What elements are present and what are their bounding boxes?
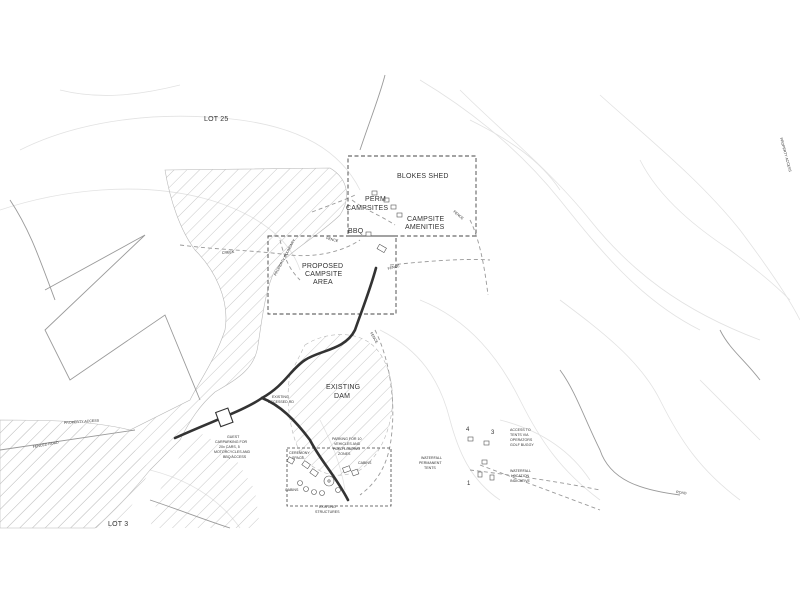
- access-road: [173, 266, 378, 502]
- waterfall-tents: [467, 436, 495, 481]
- tent-number-3: 3: [491, 430, 495, 436]
- waterfall-tents-label-3: TENTS: [424, 466, 436, 470]
- hatched-area-southwest: [0, 420, 150, 528]
- blokes-shed-label: BLOKES SHED: [397, 173, 449, 180]
- waterfall-tents-label-1: WATERFALL: [421, 456, 442, 460]
- existing-accessed-label-1: EXISTING: [272, 395, 289, 399]
- proposed-campsite-label-2: CAMPSITE: [305, 271, 343, 278]
- perm-campsites-label-1: PERM: [365, 196, 386, 203]
- fence-label-2: FENCE: [387, 264, 400, 271]
- proposed-campsite-box: [267, 235, 397, 315]
- creek-label: CREEK: [222, 250, 235, 255]
- creek-label-east: FENCE: [369, 332, 379, 345]
- fenced-road-label: FENCED ROAD: [32, 440, 59, 449]
- access-label-4: GOLF BUGGY: [510, 443, 534, 447]
- cabins-label-east: CABINS: [358, 461, 372, 465]
- parking-label-1: PARKING FOR 10: [332, 437, 362, 441]
- road-label-right: ROAD: [676, 490, 687, 495]
- waterfall-location-label-2: LOCATION: [511, 474, 530, 478]
- waterfall-tents-label-2: PERMANENT: [419, 461, 442, 465]
- hatched-area-south: [150, 430, 260, 528]
- existing-dam-label-1: EXISTING: [326, 384, 360, 391]
- waterfall-location-label-1: WATERFALL: [510, 469, 531, 473]
- existing-dam-label-2: DAM: [334, 393, 350, 400]
- waterfall-location-label-3: INDICATIVE: [510, 479, 531, 483]
- boundary-lines: [0, 74, 761, 529]
- access-label-1: ACCESS TO: [510, 428, 531, 432]
- dashed-creek-lines: [179, 194, 601, 511]
- ceremony-label-2: SPACE: [292, 456, 305, 460]
- tent-number-4: 4: [466, 427, 470, 433]
- perm-campsites-label-2: CAMPSITES: [346, 205, 388, 212]
- campsite-structures: [365, 190, 403, 254]
- guest-parking-pad: [214, 407, 234, 428]
- parking-label-4: ZONES: [338, 452, 351, 456]
- hatched-area-dam: [287, 334, 393, 476]
- proposed-campsite-label-3: AREA: [313, 279, 333, 286]
- bbq-label: BBQ: [348, 228, 364, 235]
- parking-label-2: VEHICLES AND: [334, 442, 361, 446]
- guest-parking-label-5: BBQ ACCESS: [223, 455, 247, 459]
- cabins: [286, 456, 360, 496]
- guest-parking-label-3: 20x CARS, 5: [219, 445, 240, 449]
- guest-parking-label-1: GUEST: [227, 435, 240, 439]
- guest-parking-label-2: CARPARKING FOR: [215, 440, 247, 444]
- ceremony-label-1: CEREMONY: [289, 451, 310, 455]
- existing-structures-label-1: EXISTING: [319, 505, 336, 509]
- fence-label-1: FENCE: [326, 236, 339, 243]
- proposed-campsite-label-1: PROPOSED: [302, 263, 343, 270]
- parking-label-3: HOLD LOADING: [333, 447, 360, 451]
- campsite-amenities-label-2: AMENITIES: [405, 224, 445, 231]
- property-access-label: PROPERTY ACCESS: [64, 419, 100, 425]
- lot-25-label: LOT 25: [204, 116, 228, 123]
- tent-number-1: 1: [467, 481, 471, 487]
- existing-accessed-label-2: ACCESSED RD: [268, 400, 294, 404]
- campsite-amenities-label-1: CAMPSITE: [407, 216, 445, 223]
- access-label-3: OPERATORS: [510, 438, 533, 442]
- guest-parking-label-4: MOTORCYCLES AND: [214, 450, 250, 454]
- access-label-2: TENTS VIA: [510, 433, 529, 437]
- existing-structures-box: [286, 447, 392, 507]
- lot-3-label: LOT 3: [108, 521, 128, 528]
- cabins-label-west: CABINS: [285, 488, 299, 492]
- fence-label-3: FENCE: [452, 210, 464, 221]
- existing-structures-label-2: STRUCTURES: [315, 510, 340, 514]
